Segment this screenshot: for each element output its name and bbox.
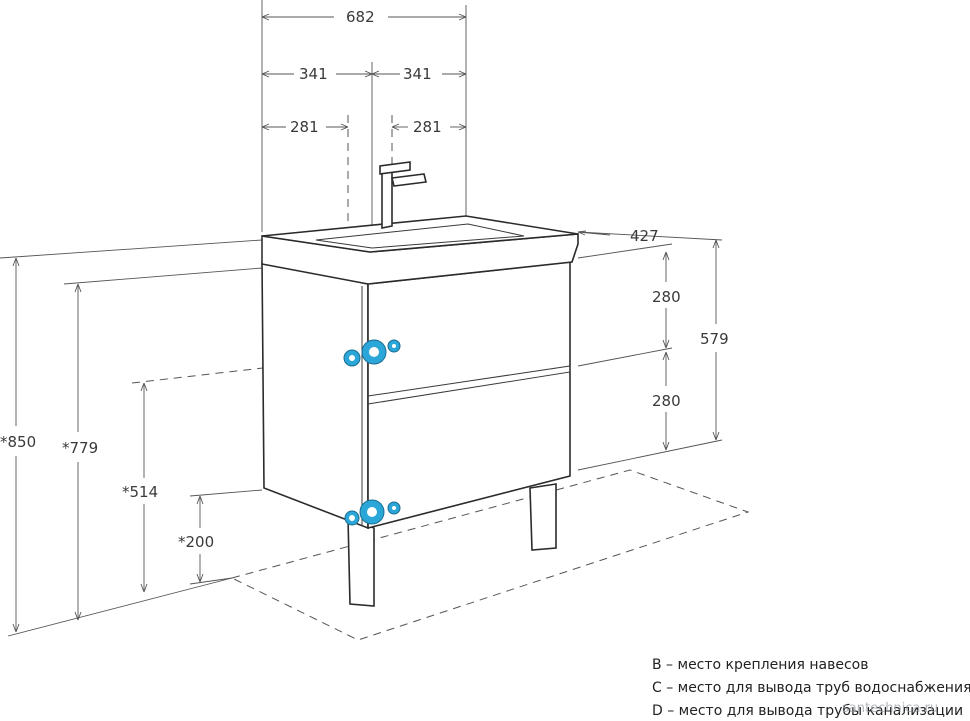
dim-drawer-lower: 280 [652, 392, 681, 410]
watermark: santechnica.ru [842, 701, 938, 716]
dim-cabinet-height: 579 [700, 330, 729, 348]
dim-pipe-height: *200 [178, 533, 214, 551]
dim-half-width-left: 341 [299, 65, 328, 83]
right-dimension-lines [577, 230, 723, 471]
legend: B – место крепления навесов C – место дл… [652, 657, 970, 719]
dim-drawer-upper: 280 [652, 288, 681, 306]
legend-c: C – место для вывода труб водоснабжения [652, 680, 970, 696]
floor-footprint [230, 469, 750, 641]
legend-b: B – место крепления навесов [652, 657, 868, 673]
dimension-labels: 682 341 341 281 281 427 280 280 579 *850… [0, 8, 729, 551]
cabinet [261, 261, 571, 530]
left-dimension-lines [0, 239, 351, 637]
dim-offset-left: 281 [290, 118, 319, 136]
connection-markers [343, 339, 401, 526]
faucet-icon [379, 161, 427, 229]
dim-half-width-right: 341 [403, 65, 432, 83]
dim-overall-width: 682 [346, 8, 375, 26]
legend-d: D – место для вывода трубы канализации [652, 703, 963, 719]
dim-offset-right: 281 [413, 118, 442, 136]
washbasin [261, 215, 579, 285]
dim-hanger-height: *514 [122, 483, 158, 501]
top-dimension-lines [261, 0, 467, 360]
dim-top-height: *779 [62, 439, 98, 457]
dim-total-height: *850 [0, 433, 36, 451]
dim-depth: 427 [630, 227, 659, 245]
